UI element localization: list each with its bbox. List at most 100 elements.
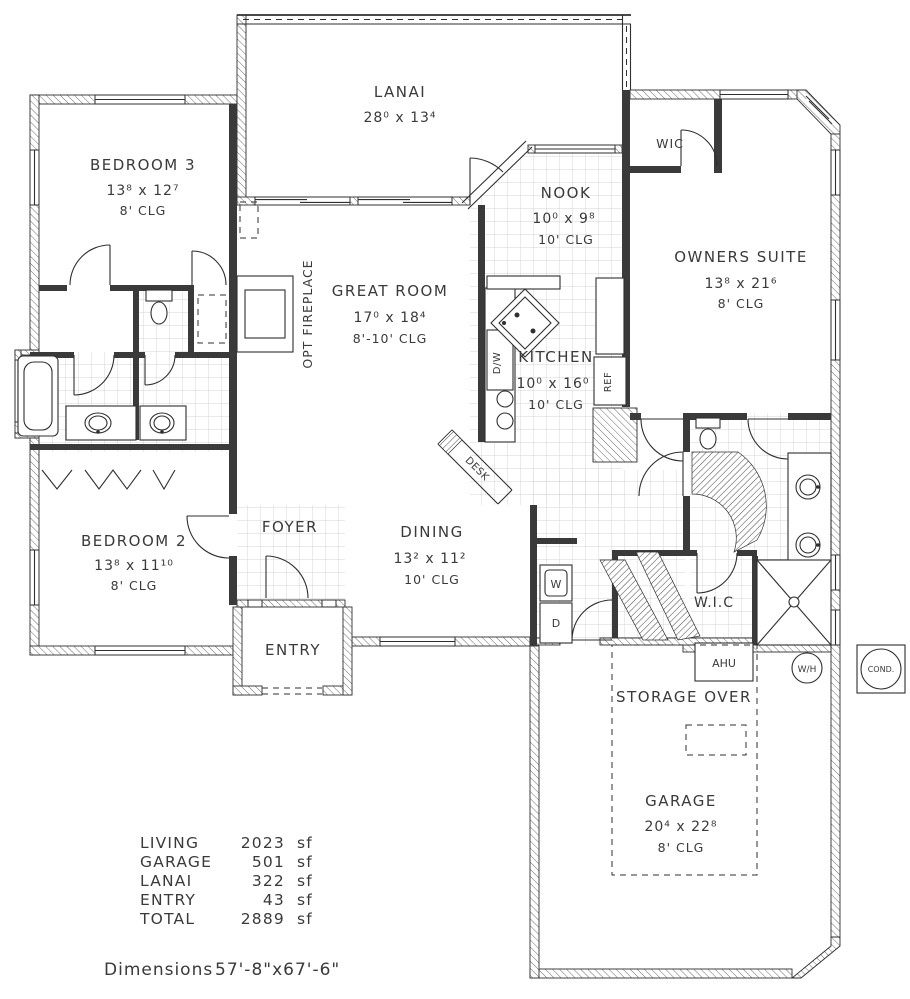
condenser-circle: [860, 648, 902, 690]
label-garage: GARAGE: [645, 792, 717, 810]
window: [94, 94, 186, 105]
label-dryer: D: [552, 617, 560, 630]
toilet-tank: [695, 417, 721, 429]
label-dining: DINING: [400, 523, 463, 541]
label-owners-suite-dims: 13⁸ x 21⁶: [704, 276, 777, 292]
label-nook: NOOK: [541, 184, 592, 202]
area-row-label: GARAGE: [140, 853, 212, 871]
water-heater-circle: [791, 652, 823, 684]
label-bedroom3: BEDROOM 3: [90, 156, 196, 174]
label-bedroom2-clg: 8' CLG: [111, 578, 158, 593]
window: [534, 144, 616, 154]
door: [571, 599, 613, 641]
window: [94, 645, 186, 656]
label-owners-suite: OWNERS SUITE: [674, 248, 808, 266]
counter: [486, 275, 561, 290]
door: [696, 552, 738, 594]
label-wic-owners: WIC: [656, 136, 684, 151]
door: [144, 354, 176, 386]
utility-equipment: [694, 642, 906, 694]
laundry-fixtures: [539, 564, 573, 644]
lanai-screen: [237, 14, 632, 90]
window: [830, 554, 841, 591]
area-row-value: 501: [252, 853, 285, 871]
attic-stair-hatch: [599, 551, 701, 641]
toilet-bowl: [150, 301, 168, 325]
area-row-unit: sf: [297, 853, 313, 871]
label-great-room-clg: 8'-10' CLG: [353, 331, 428, 346]
area-row-unit: sf: [297, 872, 313, 890]
dimensions-label: Dimensions: [104, 960, 213, 980]
door: [638, 451, 684, 497]
label-owners-suite-clg: 8' CLG: [718, 296, 765, 311]
label-entry: ENTRY: [265, 641, 321, 659]
label-lanai-dims: 28⁰ x 13⁴: [363, 110, 436, 126]
area-row-value: 322: [252, 872, 285, 890]
angled-wall: [461, 140, 533, 210]
walk-in-shower: [691, 451, 767, 553]
area-row-unit: sf: [297, 834, 313, 852]
cooktop-burner: [496, 390, 514, 408]
door: [747, 418, 789, 460]
door: [191, 250, 227, 286]
area-row-unit: sf: [297, 910, 313, 928]
label-great-room-dims: 17⁰ x 18⁴: [353, 310, 426, 326]
label-foyer: FOYER: [262, 518, 318, 536]
window: [379, 636, 456, 647]
label-ahu: AHU: [712, 657, 736, 670]
bath-fixtures-owners: [691, 417, 832, 646]
window: [830, 299, 841, 361]
toilet-tank: [145, 289, 173, 302]
area-row-label: TOTAL: [139, 910, 195, 928]
toilet-bowl: [699, 428, 717, 450]
footer-dimensions: Dimensions 57'-8"x67'-6": [104, 960, 339, 980]
sidelight-window: [321, 599, 337, 608]
label-dining-dims: 13² x 11²: [393, 551, 466, 567]
window: [29, 149, 40, 206]
window: [830, 609, 841, 646]
door: [186, 515, 230, 559]
area-row-label: LIVING: [140, 834, 199, 852]
label-refrigerator: REF: [603, 372, 614, 393]
label-bedroom2-dims: 13⁸ x 11¹⁰: [94, 558, 174, 574]
window: [830, 149, 841, 196]
refrigerator-box: [593, 356, 627, 406]
label-dishwasher: D/W: [492, 352, 503, 374]
bifold-closet-doors: [41, 469, 176, 491]
sliding-door: [357, 196, 453, 206]
desk: [437, 429, 513, 505]
kitchen-sink: [490, 288, 560, 358]
entry-door-opening: [262, 687, 322, 695]
dryer-box: [539, 602, 573, 644]
area-row-value: 2889: [241, 910, 285, 928]
sliding-door: [254, 196, 351, 206]
room-labels: LANAI 28⁰ x 13⁴ BEDROOM 3 13⁸ x 12⁷ 8' C…: [81, 83, 894, 855]
cooktop-burner: [496, 412, 514, 430]
corner-shower: [756, 559, 832, 646]
area-row-unit: sf: [297, 891, 313, 909]
label-opt-fireplace: OPT FIREPLACE: [300, 259, 315, 368]
kitchen-fixtures: [484, 275, 627, 443]
label-great-room: GREAT ROOM: [332, 282, 449, 300]
label-dining-clg: 10' CLG: [404, 572, 460, 587]
label-washer: W: [551, 578, 562, 591]
bath-fixtures-left: [17, 289, 187, 441]
sidelight-window: [247, 599, 263, 608]
label-nook-dims: 10⁰ x 9⁸: [532, 211, 595, 227]
label-condenser: COND.: [868, 665, 895, 674]
label-kitchen-dims: 10⁰ x 16⁰: [516, 376, 589, 392]
area-row-value: 2023: [241, 834, 285, 852]
label-bedroom3-dims: 13⁸ x 12⁷: [106, 183, 179, 199]
label-kitchen: KITCHEN: [518, 348, 594, 366]
door: [265, 555, 309, 599]
fireplace: [236, 275, 294, 353]
label-garage-dims: 20⁴ x 22⁸: [644, 819, 717, 835]
area-table: LIVING 2023 sf GARAGE 501 sf LANAI 322 s…: [139, 834, 313, 928]
label-nook-clg: 10' CLG: [538, 232, 594, 247]
interior-walls: [30, 90, 831, 646]
label-lanai: LANAI: [374, 83, 426, 101]
ahu-box: [694, 642, 754, 682]
label-kitchen-clg: 10' CLG: [528, 397, 584, 412]
